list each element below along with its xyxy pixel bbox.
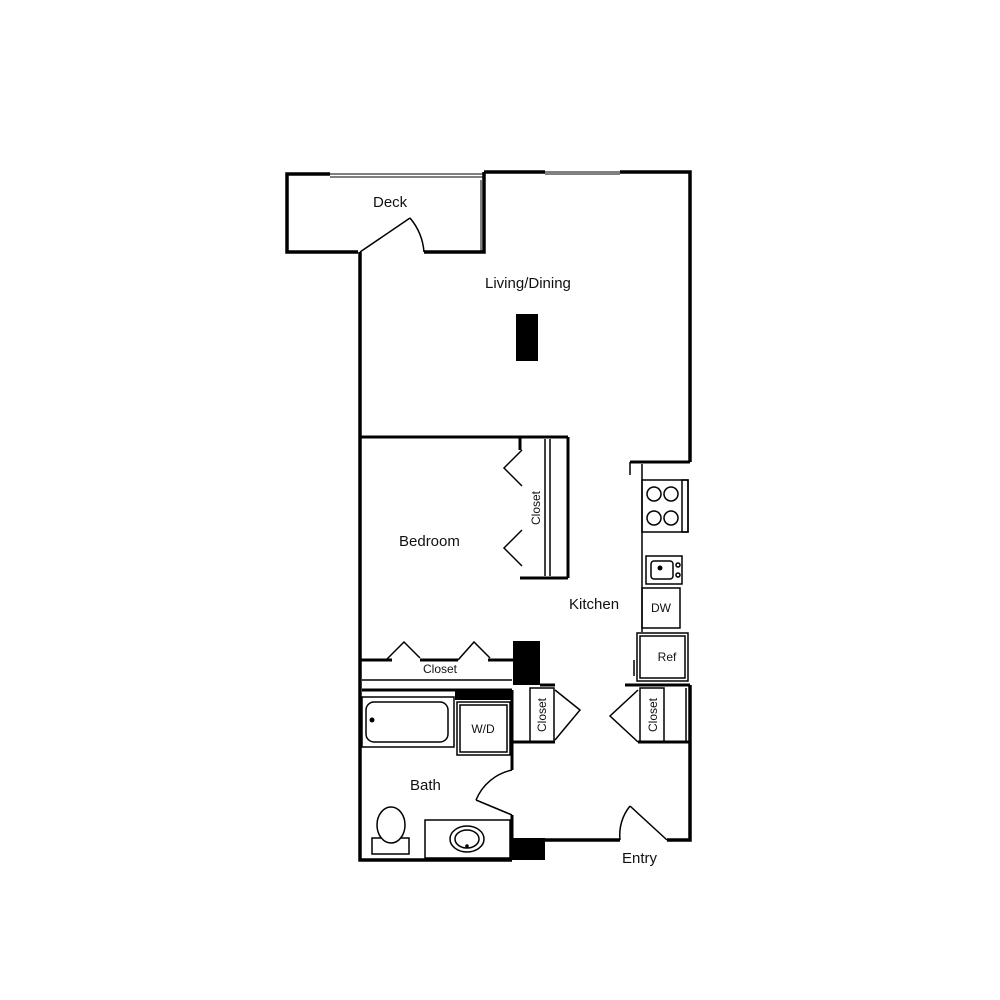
bedroom-label: Bedroom xyxy=(399,533,460,550)
column xyxy=(516,314,538,361)
sink-drain-icon xyxy=(465,844,469,848)
washer-dryer-label: W/D xyxy=(471,722,495,736)
tub-drain-icon xyxy=(369,717,375,723)
kitchen-sink-drain-icon xyxy=(657,565,663,571)
hall-closet-right xyxy=(608,687,687,743)
entry-door xyxy=(618,805,668,841)
bedroom-closet-bottom xyxy=(362,640,512,681)
bedroom-closet-bottom-label: Closet xyxy=(422,662,458,676)
hall-closet-left xyxy=(529,687,582,743)
bedroom-closet xyxy=(502,439,551,576)
hall-closet-left-label: Closet xyxy=(535,697,549,733)
washer-dryer xyxy=(456,701,511,756)
kitchen-counter xyxy=(629,462,643,632)
entry-label: Entry xyxy=(622,850,658,867)
exterior-walls xyxy=(285,170,692,862)
hall-closet-right-label: Closet xyxy=(646,697,660,733)
wall-blocks xyxy=(455,641,545,860)
bath-door xyxy=(475,769,513,816)
cooktop xyxy=(641,479,689,533)
living-dining-label: Living/Dining xyxy=(485,275,571,292)
dishwasher-label: DW xyxy=(651,601,671,615)
kitchen-sink xyxy=(645,555,683,585)
bath-label: Bath xyxy=(410,777,441,794)
refrigerator xyxy=(633,632,689,682)
deck-door xyxy=(359,217,425,253)
vanity-sink xyxy=(424,819,511,859)
bathtub xyxy=(361,696,455,748)
bedroom-closet-label: Closet xyxy=(529,490,543,526)
dishwasher xyxy=(641,587,681,629)
deck-label: Deck xyxy=(373,194,408,211)
windows xyxy=(330,171,620,252)
toilet-icon xyxy=(371,806,410,855)
kitchen-label: Kitchen xyxy=(569,596,620,613)
refrigerator-label: Ref xyxy=(657,650,677,664)
